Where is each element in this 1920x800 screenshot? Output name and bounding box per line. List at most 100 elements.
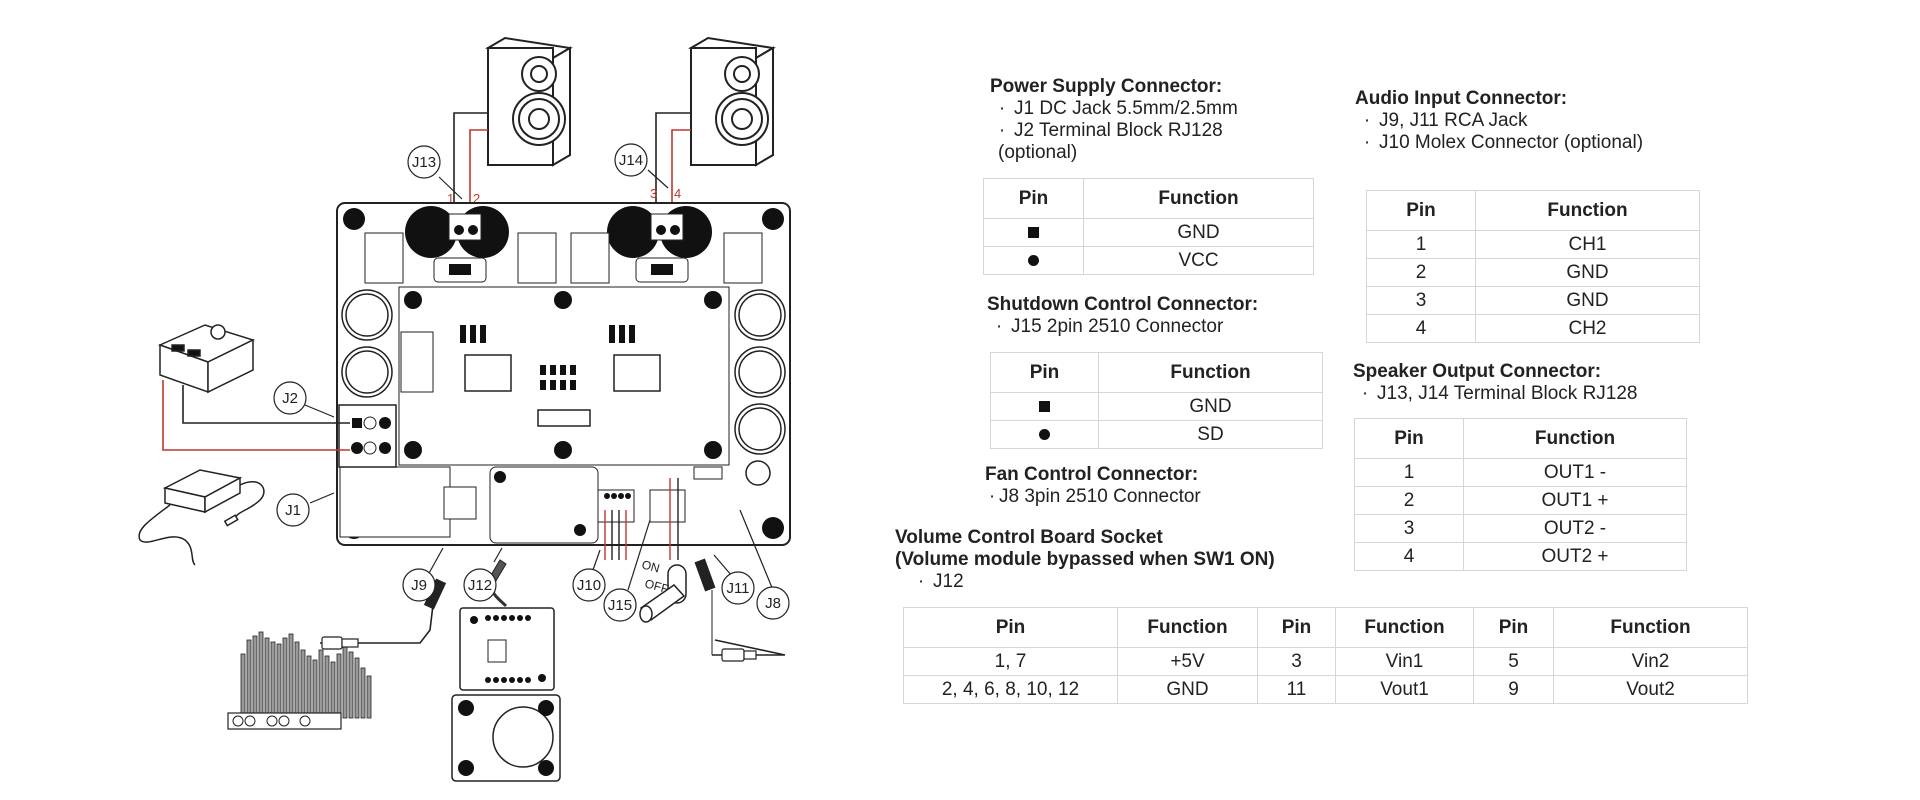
wiring-diagram: 1 2 3 4 — [138, 36, 791, 782]
wire-psu-gnd — [182, 385, 350, 424]
table-header-row: Pin Function Pin Function Pin Function — [903, 607, 1748, 648]
shutdown-section: Shutdown Control Connector: ·J15 2pin 25… — [987, 294, 1258, 338]
dc-adapter-icon — [138, 469, 265, 566]
callout-j1: J1 — [276, 493, 310, 527]
power-supply-note: (optional) — [998, 142, 1078, 163]
pin-cell: 2 — [1366, 258, 1476, 287]
header-pin: Pin — [990, 352, 1099, 393]
function-cell: +5V — [1117, 647, 1258, 676]
function-cell: CH1 — [1475, 230, 1700, 259]
header-function: Function — [1098, 352, 1323, 393]
volume-item: J12 — [933, 571, 964, 592]
shutdown-item: J15 2pin 2510 Connector — [1011, 316, 1224, 337]
speaker-output-item: J13, J14 Terminal Block RJ128 — [1377, 383, 1638, 404]
function-cell: OUT1 + — [1463, 486, 1687, 515]
callout-j10: J10 — [572, 568, 606, 602]
function-cell: GND — [1475, 258, 1700, 287]
speaker-pin-1: 1 — [447, 191, 454, 206]
callout-j8: J8 — [756, 586, 790, 620]
bullet: · — [917, 571, 925, 592]
svg-text:J9: J9 — [411, 577, 427, 594]
bullet: · — [1361, 383, 1369, 404]
svg-text:J11: J11 — [726, 580, 749, 597]
pin-cell: 3 — [1366, 286, 1476, 315]
volume-subtitle: (Volume module bypassed when SW1 ON) — [895, 549, 1275, 570]
svg-text:J12: J12 — [468, 577, 492, 594]
header-function: Function — [1553, 607, 1748, 648]
wire-psu-vcc — [162, 380, 350, 451]
volume-title: Volume Control Board Socket — [895, 527, 1163, 548]
header-pin: Pin — [1473, 607, 1554, 648]
svg-text:J8: J8 — [765, 595, 781, 612]
pin-cell: 5 — [1473, 647, 1554, 676]
left-speaker-icon — [485, 36, 573, 167]
table-row: 1, 7 +5V 3 Vin1 5 Vin2 — [903, 647, 1748, 676]
shutdown-table: Pin Function GND SD — [990, 352, 1323, 449]
pin-cell: 2, 4, 6, 8, 10, 12 — [903, 675, 1118, 704]
function-cell: Vin2 — [1553, 647, 1748, 676]
bullet: · — [998, 120, 1006, 141]
bullet: · — [998, 98, 1006, 119]
bullet: · — [1363, 132, 1371, 153]
pin-cell: 4 — [1366, 314, 1476, 343]
audio-source-player-icon — [227, 631, 372, 730]
sw1-toggle-switch-icon — [639, 564, 687, 623]
speaker-pin-3: 3 — [650, 186, 657, 201]
power-supply-title: Power Supply Connector: — [990, 76, 1223, 97]
fan-item: J8 3pin 2510 Connector — [999, 486, 1201, 507]
audio-input-item: J9, J11 RCA Jack — [1379, 110, 1528, 131]
speaker-pin-2: 2 — [473, 191, 480, 206]
function-cell: OUT1 - — [1463, 458, 1687, 487]
j2-terminal-block — [338, 404, 397, 468]
circle-pin-icon — [1039, 428, 1050, 440]
header-function: Function — [1335, 607, 1474, 648]
audio-input-section: Audio Input Connector: · J9, J11 RCA Jack… — [1355, 88, 1643, 154]
callout-j12: J12 — [463, 568, 497, 602]
header-pin: Pin — [983, 178, 1084, 219]
pin-cell: 9 — [1473, 675, 1554, 704]
table-header-row: Pin Function — [990, 352, 1323, 393]
header-function: Function — [1463, 418, 1687, 459]
bullet: · — [995, 316, 1003, 337]
volume-section: Volume Control Board Socket (Volume modu… — [895, 527, 1275, 593]
header-function: Function — [1117, 607, 1258, 648]
pin-cell: 1, 7 — [903, 647, 1118, 676]
table-header-row: Pin Function — [983, 178, 1314, 219]
table-header-row: Pin Function — [1354, 418, 1687, 459]
speaker-pin-4: 4 — [674, 186, 681, 201]
function-cell: CH2 — [1475, 314, 1700, 343]
rca-plug-left-icon — [321, 636, 359, 650]
pin-cell: 4 — [1354, 542, 1464, 571]
header-function: Function — [1475, 190, 1700, 231]
bullet: · — [988, 486, 996, 507]
callout-j14: J14 — [614, 143, 648, 177]
pin-cell: 3 — [1354, 514, 1464, 543]
pin-cell: 3 — [1257, 647, 1336, 676]
function-cell: Vout2 — [1553, 675, 1748, 704]
audio-input-item: J10 Molex Connector (optional) — [1379, 132, 1644, 153]
rca-plug-right-icon — [721, 648, 757, 662]
svg-text:J15: J15 — [608, 597, 632, 614]
circle-pin-icon — [1028, 254, 1039, 266]
power-supply-section: Power Supply Connector: ·J1 DC Jack 5.5m… — [990, 76, 1238, 164]
callout-j13: J13 — [407, 145, 441, 179]
table-row: 2, 4, 6, 8, 10, 12 GND 11 Vout1 9 Vout2 — [903, 675, 1748, 704]
audio-input-title: Audio Input Connector: — [1355, 88, 1568, 109]
volume-control-board-icon — [451, 607, 561, 782]
table-row: SD — [990, 420, 1323, 449]
function-cell: OUT2 - — [1463, 514, 1687, 543]
svg-text:J14: J14 — [619, 152, 643, 169]
bullet: · — [1363, 110, 1371, 131]
speaker-output-title: Speaker Output Connector: — [1353, 361, 1602, 382]
svg-text:J1: J1 — [285, 502, 301, 519]
power-supply-item: J2 Terminal Block RJ128 — [1014, 120, 1223, 141]
volume-table: Pin Function Pin Function Pin Function 1… — [903, 607, 1748, 704]
header-pin: Pin — [1366, 190, 1476, 231]
switch-on-label: ON — [640, 557, 661, 575]
function-cell: GND — [1083, 218, 1314, 247]
